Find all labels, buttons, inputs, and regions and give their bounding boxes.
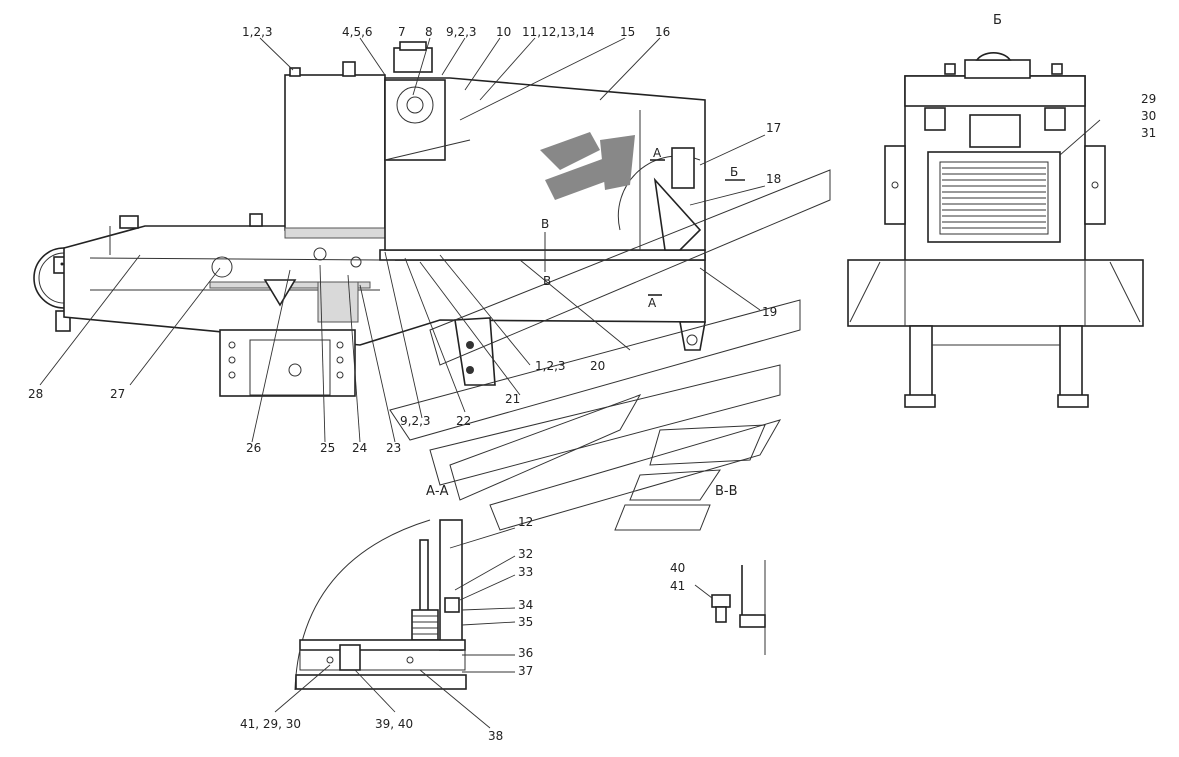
callout-32: 32	[518, 547, 533, 561]
callout-36: 36	[518, 646, 533, 660]
callout-16: 16	[655, 25, 670, 39]
callout-34: 34	[518, 598, 533, 612]
callout-23: 23	[386, 441, 401, 455]
callout-15: 15	[620, 25, 635, 39]
callout-21: 21	[505, 392, 520, 406]
view-b-front: Б	[847, 13, 1156, 408]
callout-38: 38	[488, 729, 503, 743]
callout-25: 25	[320, 441, 335, 455]
callout-41-29-30: 41, 29, 30	[240, 717, 301, 731]
radiator-grille	[927, 151, 1061, 243]
callout-31: 31	[1141, 126, 1156, 140]
callout-27: 27	[110, 387, 125, 401]
section-mark-b-arrow: Б	[730, 165, 738, 179]
section-aa: А-А 12 32 33 34 35 36 37 38 39, 40	[240, 484, 533, 743]
callout-29: 29	[1141, 92, 1156, 106]
callout-30: 30	[1141, 109, 1156, 123]
callout-19: 19	[762, 305, 777, 319]
support-brackets	[219, 279, 706, 397]
section-mark-a-top: А	[653, 146, 662, 160]
callout-37: 37	[518, 664, 533, 678]
callout-1-2-3-mid: 1,2,3	[535, 359, 566, 373]
callout-24: 24	[352, 441, 367, 455]
callout-9-2-3-top: 9,2,3	[446, 25, 477, 39]
section-marks: А А Б В В	[541, 146, 745, 310]
leader-lines	[39, 37, 766, 443]
callout-7: 7	[398, 25, 406, 39]
section-mark-v-top: В	[541, 217, 549, 231]
callout-33: 33	[518, 565, 533, 579]
callout-28: 28	[28, 387, 43, 401]
callout-26: 26	[246, 441, 261, 455]
main-view-callouts: 1,2,3 4,5,6 7 8 9,2,3 10 11,12,13,14 15 …	[28, 25, 781, 455]
callout-20: 20	[590, 359, 605, 373]
section-mark-a-bottom: А	[648, 296, 657, 310]
callout-8: 8	[425, 25, 433, 39]
section-title-vv: В-В	[715, 484, 738, 499]
callout-11-12-13-14: 11,12,13,14	[522, 25, 595, 39]
control-cabinet	[284, 61, 386, 239]
callout-4-5-6: 4,5,6	[342, 25, 373, 39]
hatched-logo	[540, 132, 635, 200]
section-vv: В-В 40 41	[670, 484, 766, 655]
section-mark-v-bottom: В	[543, 274, 551, 288]
callout-12: 12	[518, 515, 533, 529]
section-outline-lines	[389, 169, 831, 531]
callout-41: 41	[670, 579, 685, 593]
callout-9-2-3-low: 9,2,3	[400, 414, 431, 428]
callout-17: 17	[766, 121, 781, 135]
callout-22: 22	[456, 414, 471, 428]
callout-10: 10	[496, 25, 511, 39]
callout-35: 35	[518, 615, 533, 629]
section-title-aa: А-А	[426, 484, 449, 499]
main-side-view: А А Б В В	[28, 25, 831, 531]
callout-1-2-3-top: 1,2,3	[242, 25, 273, 39]
view-title-b: Б	[993, 13, 1002, 28]
callout-18: 18	[766, 172, 781, 186]
callout-40: 40	[670, 561, 685, 575]
callout-39-40: 39, 40	[375, 717, 413, 731]
motor-housing	[384, 41, 706, 251]
